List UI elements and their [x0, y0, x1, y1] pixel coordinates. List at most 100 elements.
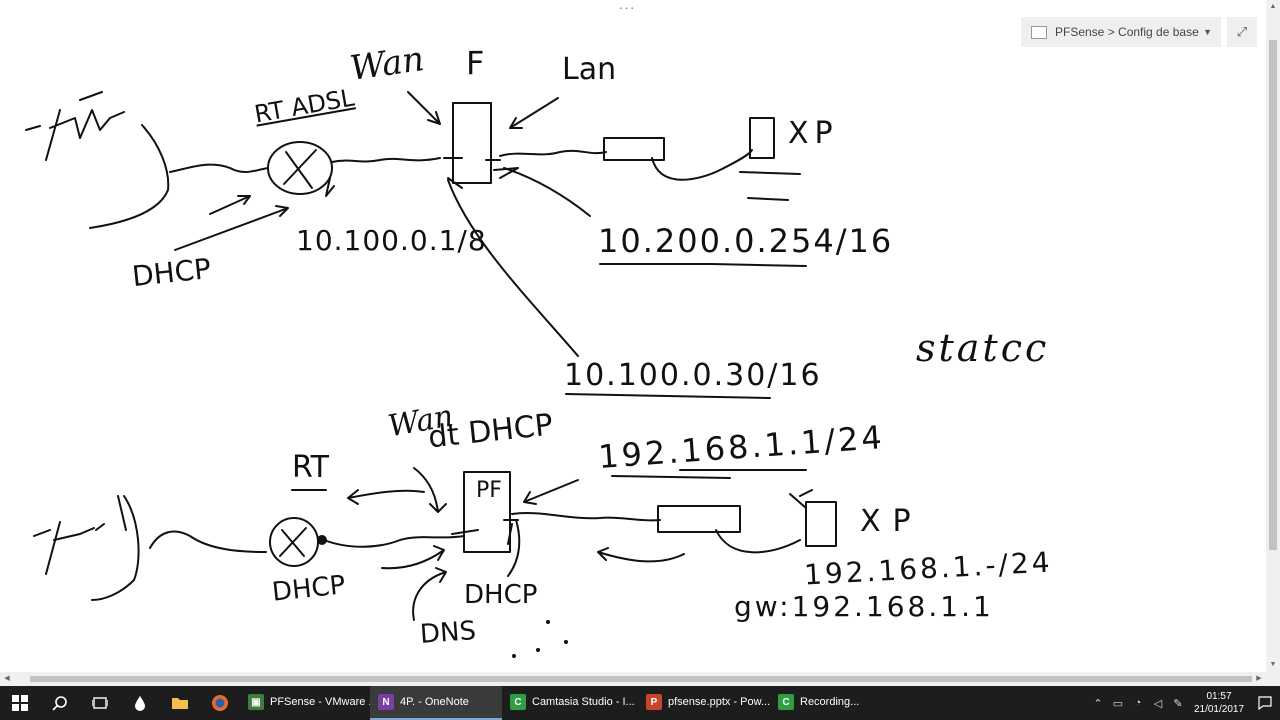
taskbar-clock[interactable]: 01:57 21/01/2017 [1188, 690, 1250, 716]
dhcp-arrow-bottom [381, 545, 445, 570]
router-top-arrow [325, 177, 335, 197]
camtasia-icon: C [510, 694, 526, 710]
firewall-top [452, 102, 492, 184]
router-x-top [283, 149, 317, 189]
vertical-scrollbar[interactable]: ▲ ▼ [1266, 0, 1280, 672]
internet-cloud-bottom [91, 495, 140, 601]
volume-icon[interactable]: ◁ [1153, 697, 1163, 710]
scroll-right-icon[interactable]: ▶ [1256, 675, 1262, 682]
hand-label-wan-ip-top: 10.100.0.30/16 [564, 358, 822, 393]
expand-icon: ⤢ [1236, 24, 1248, 39]
line-fw-wan-ip [447, 179, 579, 357]
action-center-button[interactable] [1250, 686, 1280, 720]
line-fw-lan-ip [503, 167, 591, 217]
dhcp-arrow-1 [209, 195, 251, 215]
powerpoint-icon: P [646, 694, 662, 710]
onenote-page-canvas[interactable]: ··· [0, 0, 1266, 672]
clock-time: 01:57 [1206, 691, 1232, 702]
pinned-app-drop[interactable] [120, 686, 160, 720]
stray-dot [546, 620, 550, 624]
network-icon[interactable]: ◔ [1134, 697, 1142, 709]
windows-logo-icon [12, 695, 28, 711]
hand-label-gateway: gw:192.168.1.1 [734, 590, 994, 623]
link-switch-client-bottom [715, 529, 801, 554]
stray-dot [564, 640, 568, 644]
switch-top [603, 137, 665, 161]
taskbar-app-camtasia[interactable]: C Camtasia Studio - I... [502, 686, 638, 720]
internet-scribble-bottom [33, 495, 127, 575]
wan-ip-underline [565, 393, 771, 399]
link-fw-switch-bottom [511, 512, 661, 522]
hand-label-f-top: F [466, 44, 485, 82]
lan-ip-bottom-underline [611, 469, 807, 479]
onenote-icon: N [378, 694, 394, 710]
page-breadcrumb[interactable]: PFSense > Config de base ▼ [1021, 17, 1221, 47]
fw-bottom-marker [451, 519, 519, 545]
dns-arrow-bottom [412, 567, 447, 621]
firewall-bottom [463, 471, 511, 553]
search-icon [52, 696, 67, 711]
expand-button[interactable]: ⤢ [1227, 17, 1257, 47]
chevron-up-icon[interactable]: ⌃ [1093, 697, 1103, 710]
notification-icon [1258, 696, 1272, 710]
scrollbar-corner [1266, 672, 1280, 686]
wan-arrow-top [407, 91, 441, 125]
client-xp-top [749, 117, 775, 159]
taskbar-app-recording[interactable]: C Recording... [770, 686, 900, 720]
title-drag-handle[interactable]: ··· [618, 0, 636, 15]
stray-dot [512, 654, 516, 658]
pen-icon[interactable]: ✎ [1173, 697, 1183, 710]
fw-wan-marker [443, 157, 463, 189]
pinned-app-firefox[interactable] [200, 686, 240, 720]
taskbar-app-powerpoint[interactable]: P pfsense.pptx - Pow... [638, 686, 770, 720]
clock-date: 21/01/2017 [1193, 704, 1245, 715]
hand-label-pf-bottom: PF [476, 478, 502, 503]
search-button[interactable] [40, 686, 80, 720]
start-button[interactable] [0, 686, 40, 720]
vertical-scroll-thumb[interactable] [1269, 40, 1277, 550]
hand-label-client-top: XP [788, 116, 839, 151]
hand-label-lan-top: Lan [562, 52, 617, 87]
link-internet-router-top [169, 163, 269, 174]
lan-arrow-bottom [523, 479, 579, 505]
hand-label-dns-bottom: DNS [419, 616, 477, 650]
battery-icon[interactable]: ▭ [1112, 697, 1124, 710]
hand-label-dhcp-fw-bottom: DHCP [464, 580, 538, 610]
client-bottom-mark [789, 489, 813, 509]
link-internet-router-bottom [149, 530, 267, 553]
pinned-app-explorer[interactable] [160, 686, 200, 720]
scroll-left-icon[interactable]: ◀ [4, 675, 10, 682]
taskbar-app-label: Camtasia Studio - I... [532, 696, 635, 708]
folder-icon [172, 698, 188, 709]
horizontal-scrollbar[interactable]: ◀ ▶ [0, 672, 1266, 686]
windows-taskbar: ▣ PFSense - VMware ... N 4P. - OneNote C… [0, 686, 1280, 720]
fw-lan-marker [485, 159, 519, 179]
router-x-bottom [279, 527, 307, 557]
taskbar-app-label: pfsense.pptx - Pow... [668, 696, 770, 708]
chevron-down-icon: ▼ [1203, 27, 1212, 37]
horizontal-scroll-thumb[interactable] [30, 676, 1252, 682]
dhcp-return-arrow [597, 547, 685, 563]
recording-icon: C [778, 694, 794, 710]
link-router-fw-top [331, 157, 441, 163]
hand-label-static: statcc [916, 326, 1050, 370]
internet-cloud-top [89, 124, 170, 229]
dhcp-arrow-2 [174, 205, 289, 251]
link-router-fw-bottom [323, 535, 465, 548]
router-top [267, 141, 333, 195]
link-fw-switch-top [499, 149, 607, 157]
taskbar-app-onenote[interactable]: N 4P. - OneNote [370, 686, 502, 720]
taskbar-app-label: Recording... [800, 696, 860, 708]
vmware-icon: ▣ [248, 694, 264, 710]
client-top-underline [739, 171, 801, 201]
task-view-button[interactable] [80, 686, 120, 720]
scroll-up-icon[interactable]: ▲ [1269, 3, 1277, 10]
stray-dot [536, 648, 540, 652]
switch-bottom [657, 505, 741, 533]
taskbar-app-vmware[interactable]: ▣ PFSense - VMware ... [240, 686, 370, 720]
task-view-icon [92, 697, 108, 709]
scroll-down-icon[interactable]: ▼ [1269, 661, 1277, 668]
hand-label-client-bottom: XP [860, 504, 923, 539]
handwritten-diagram [25, 91, 837, 658]
dhcp-fw-arrow [507, 519, 521, 577]
